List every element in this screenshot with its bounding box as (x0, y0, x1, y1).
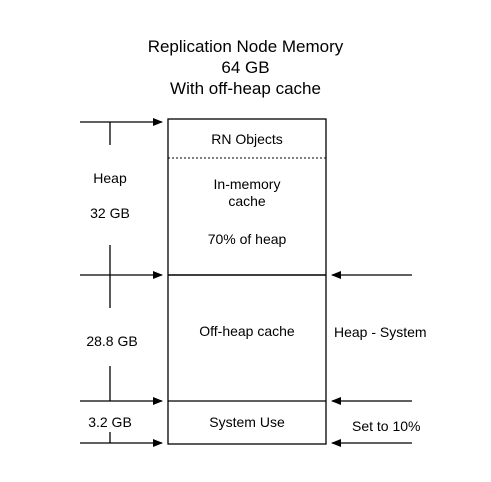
heap-size-label: 32 GB (90, 205, 130, 221)
diagram-title-line1: Replication Node Memory (147, 37, 344, 56)
rn-objects-label: RN Objects (211, 131, 283, 147)
in-memory-cache-percentage: 70% of heap (207, 231, 287, 247)
off-heap-size-label: 28.8 GB (86, 333, 138, 349)
in-memory-cache-label-line1: In-memory (213, 176, 281, 192)
system-setting-label: Set to 10% (352, 418, 421, 434)
heap-label: Heap (93, 170, 127, 186)
diagram-title-line3: With off-heap cache (170, 79, 321, 98)
system-use-label: System Use (209, 414, 285, 430)
diagram-title-line2: 64 GB (221, 58, 270, 77)
in-memory-cache-label-line2: cache (228, 193, 266, 209)
off-heap-formula-label: Heap - System (334, 324, 427, 340)
off-heap-cache-label: Off-heap cache (199, 323, 295, 339)
system-size-label: 3.2 GB (88, 414, 132, 430)
memory-column-box (167, 118, 327, 445)
